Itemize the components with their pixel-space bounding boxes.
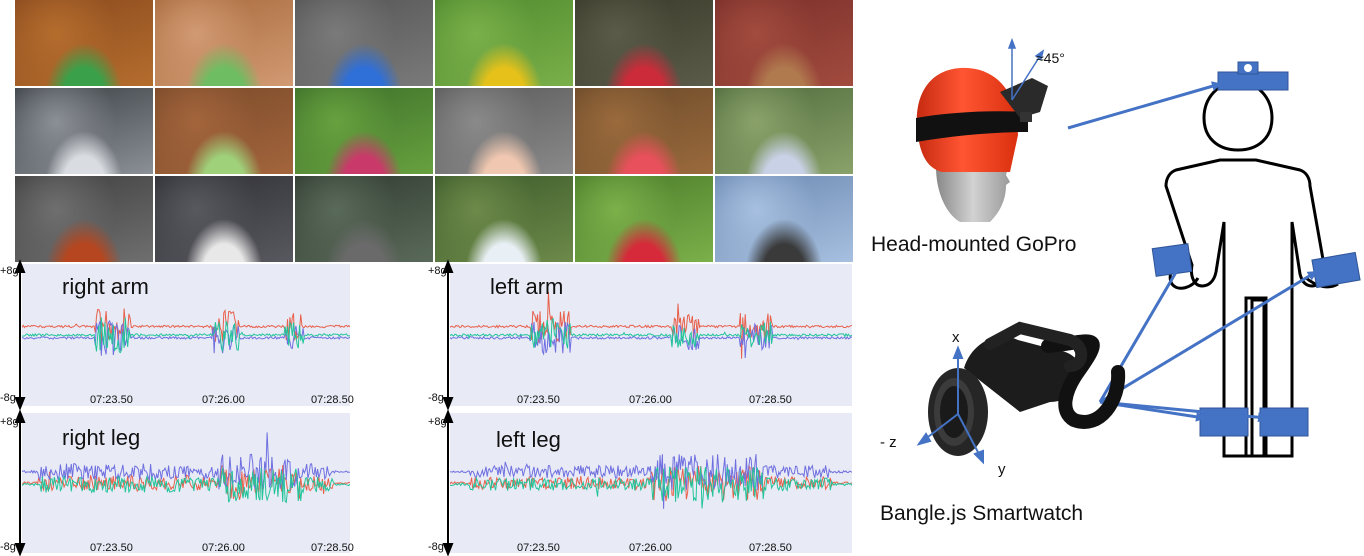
egocentric-photo [435,0,573,86]
sensor-markers [1151,61,1361,437]
plot-title: left leg [496,427,561,452]
egocentric-photo [575,176,713,262]
egocentric-photo [15,88,153,174]
plot-left-arm: left arm [450,264,852,406]
ymin-label: -8g [428,541,444,553]
egocentric-photo [295,88,433,174]
signal-trace-x [22,308,350,344]
head-illustration [916,67,1048,222]
signal-trace-y [22,432,350,490]
ymin-label: -8g [0,392,16,404]
signal-trace-y [450,454,852,509]
egocentric-photo [435,88,573,174]
x-tick-label: 07:28.50 [749,394,792,406]
signal-svg-left-arm [450,291,852,359]
left-ankle-sensor [1259,407,1309,437]
right-wrist-sensor [1311,251,1361,289]
watch-caption: Bangle.js Smartwatch [880,502,1084,525]
egocentric-photo [575,88,713,174]
x-tick-label: 07:26.00 [202,542,245,554]
signal-svg-left-leg [450,454,852,509]
ymax-label: +8g [0,416,19,428]
signal-trace-z [450,318,852,349]
plot-title: right leg [62,425,141,450]
ymax-label: +8g [428,416,447,428]
x-tick-label: 07:26.00 [202,394,245,406]
angle-indicator [1007,37,1045,101]
egocentric-photo [295,0,433,86]
signal-trace-z [22,317,350,354]
signal-trace-x [450,291,852,359]
x-tick-label: 07:23.50 [90,542,133,554]
watch-axis-z: - z [880,434,897,451]
x-tick-label: 07:26.00 [629,542,672,554]
signal-trace-z [450,466,852,509]
camera-sensor [1217,71,1289,91]
egocentric-photo [155,0,293,86]
plot-left-leg: left leg [450,413,852,553]
head-caption: Head-mounted GoPro [871,233,1077,256]
link-arrows [1067,81,1318,423]
watch-axis-y: y [998,461,1006,478]
y-axis-arrows [14,259,454,556]
ymax-label: +8g [428,265,447,277]
x-tick-label: 07:26.00 [629,394,672,406]
signal-svg-right-leg [22,432,350,504]
egocentric-photo [155,176,293,262]
ymin-label: -8g [428,392,444,404]
plot-title: left arm [490,274,564,299]
x-tick-label: 07:23.50 [90,394,133,406]
signal-trace-y [450,321,852,359]
egocentric-photo [715,88,853,174]
x-tick-label: 07:23.50 [517,542,560,554]
signal-trace-y [22,319,350,356]
x-tick-label: 07:28.50 [311,542,354,554]
plot-right-leg: right leg [22,413,350,553]
body-diagram: ≈45° [880,37,1361,478]
egocentric-photo [15,176,153,262]
angle-label: ≈45° [1036,50,1065,66]
ymin-label: -8g [0,541,16,553]
ymax-label: +8g [0,265,19,277]
x-tick-label: 07:23.50 [517,394,560,406]
egocentric-photo [295,176,433,262]
egocentric-photo [715,0,853,86]
signal-svg-right-arm [22,308,350,356]
watch-axis-x: x [952,329,960,346]
left-wrist-sensor [1151,243,1193,277]
watch-axes [916,345,984,465]
egocentric-photo [435,176,573,262]
x-tick-label: 07:28.50 [749,542,792,554]
egocentric-photo [715,176,853,262]
egocentric-photo [575,0,713,86]
egocentric-photo [155,88,293,174]
egocentric-photo-grid [15,0,853,262]
signal-trace-z [22,467,350,504]
plot-title: right arm [62,274,149,299]
x-tick-label: 07:28.50 [311,394,354,406]
plot-right-arm: right arm [22,264,350,406]
smartwatch-illustration [928,321,1126,456]
egocentric-photo [15,0,153,86]
